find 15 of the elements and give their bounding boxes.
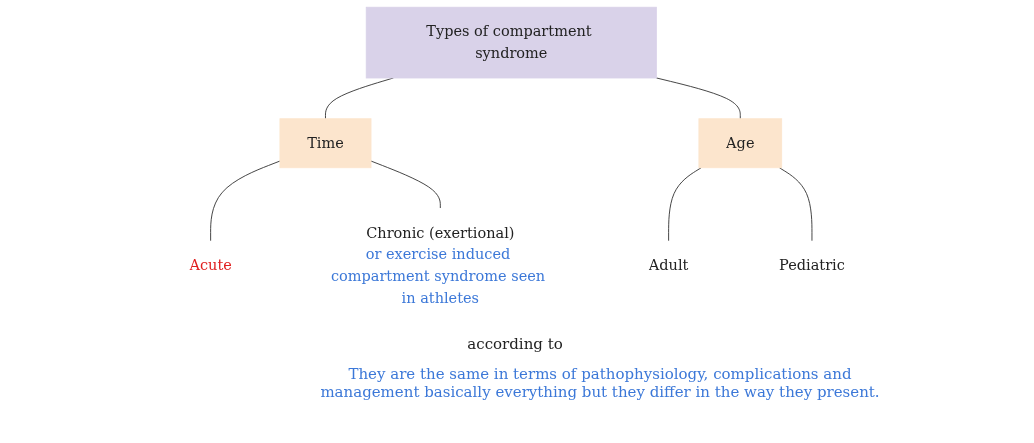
node-text: Pediatric bbox=[778, 256, 845, 274]
note-text: They are the same in terms of pathophysiology, complications and management basically everything but they differ in the way they present. bbox=[319, 365, 881, 401]
connector bbox=[370, 160, 441, 209]
node-text: Chronic (exertional) or exercise induced compartment syndrome seen in athletes bbox=[330, 223, 545, 307]
connector bbox=[655, 77, 741, 120]
node-text: Adult bbox=[648, 256, 689, 274]
connector bbox=[210, 160, 281, 242]
connector bbox=[668, 167, 702, 242]
connector bbox=[778, 167, 813, 242]
connector bbox=[324, 77, 394, 120]
node-text: Acute bbox=[189, 256, 232, 274]
connector-label: according to bbox=[466, 335, 564, 353]
node-box: Types of compartment syndrome bbox=[365, 6, 657, 79]
node-box: Time bbox=[279, 118, 372, 169]
node-box: Age bbox=[698, 118, 782, 169]
